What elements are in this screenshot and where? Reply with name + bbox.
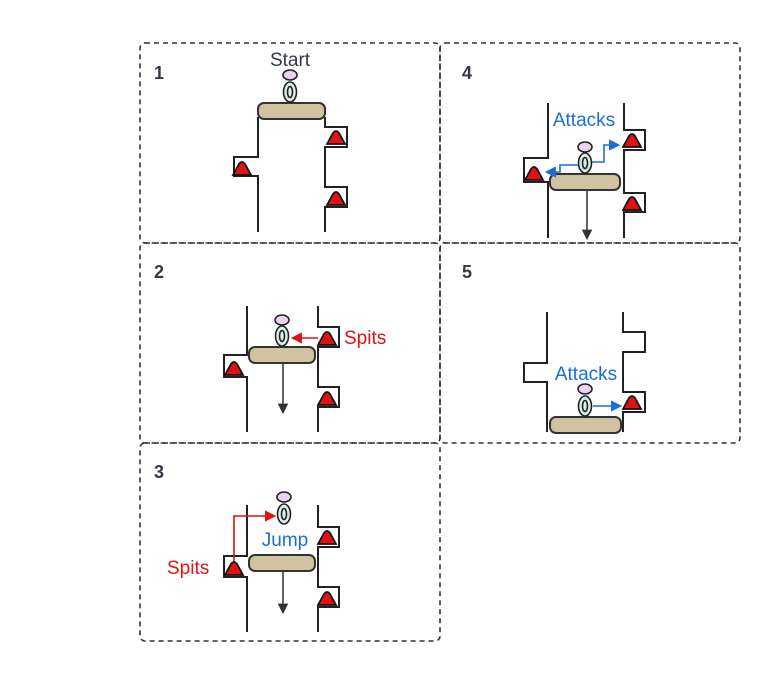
character-body: [282, 81, 298, 103]
character-body-inner: [581, 156, 589, 170]
left-wall: [523, 103, 549, 238]
enemy: [524, 166, 544, 181]
panel-3-number: 3: [154, 462, 164, 482]
right-wall: [317, 306, 340, 432]
enemy: [232, 161, 252, 176]
enemy: [317, 391, 337, 406]
character: [577, 141, 593, 174]
panel-3-border: [139, 442, 441, 642]
right-wall: [622, 312, 646, 432]
panel-3: 3 Jump Spits: [139, 442, 441, 642]
attack-arrow-right: [592, 139, 621, 163]
character-head: [577, 141, 593, 153]
character-body-inner: [286, 85, 294, 99]
panel-5-number: 5: [462, 262, 472, 282]
left-wall: [223, 505, 248, 632]
enemy: [317, 530, 337, 545]
panel-5-border: [439, 242, 741, 444]
panel-2: 2 Spits: [139, 242, 441, 444]
character-body: [274, 325, 290, 347]
right-wall: [324, 117, 348, 232]
start-label: Start: [270, 50, 311, 71]
left-wall: [223, 306, 248, 432]
enemy: [326, 191, 346, 206]
character-body: [577, 152, 593, 174]
character-body-inner: [280, 507, 288, 521]
platform: [549, 173, 621, 191]
character-body: [276, 503, 292, 525]
left-wall: [233, 117, 259, 232]
platform: [257, 102, 326, 120]
enemy: [622, 196, 642, 211]
character-head: [276, 491, 292, 503]
enemy: [622, 133, 642, 148]
enemy: [224, 361, 244, 376]
left-wall: [523, 312, 548, 432]
right-wall: [623, 103, 646, 238]
enemy: [224, 561, 244, 576]
spits-label: Spits: [344, 328, 386, 349]
attacks-label: Attacks: [555, 364, 617, 385]
character: [282, 69, 298, 103]
enemy: [317, 591, 337, 606]
character-body-inner: [278, 329, 286, 343]
panel-2-border: [139, 242, 441, 444]
platform: [248, 346, 316, 364]
right-wall: [317, 505, 340, 632]
panel-4: 4 Attacks: [439, 42, 741, 244]
character-body: [577, 395, 593, 417]
panel-4-number: 4: [462, 63, 472, 83]
panel-5: 5 Attacks: [439, 242, 741, 444]
platform: [248, 554, 316, 572]
platform: [549, 416, 622, 434]
character-head: [282, 69, 298, 81]
spit-arrow: [233, 510, 277, 562]
enemy: [317, 331, 337, 346]
character-head: [577, 383, 593, 395]
jump-label: Jump: [262, 530, 308, 551]
character: [577, 383, 593, 417]
character-body-inner: [581, 399, 589, 413]
panel-2-number: 2: [154, 262, 164, 282]
spits-label: Spits: [167, 558, 209, 579]
enemy: [326, 130, 346, 145]
character-head: [274, 314, 290, 326]
character: [274, 314, 290, 347]
character: [276, 491, 292, 525]
attack-arrow-left: [544, 164, 578, 178]
attacks-label: Attacks: [553, 110, 615, 131]
enemy: [622, 395, 642, 410]
panel-1: 1 Start: [139, 42, 441, 244]
panel-1-number: 1: [154, 63, 164, 83]
